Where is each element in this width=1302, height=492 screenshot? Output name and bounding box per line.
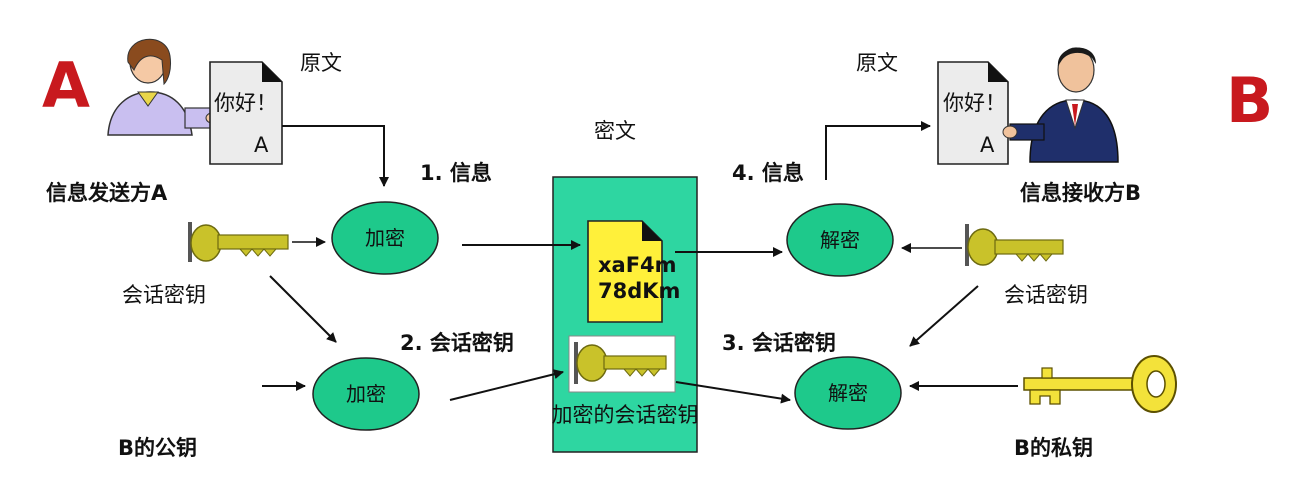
- receiver-doc-title: 原文: [856, 51, 898, 75]
- flow-arrows: [262, 121, 1018, 404]
- encrypt-message-label: 加密: [365, 226, 405, 250]
- encrypt-key-label: 加密: [346, 382, 386, 406]
- decrypt-key-label: 解密: [828, 381, 868, 405]
- cipher-title: 密文: [594, 119, 636, 143]
- step-3-label: 3. 会话密钥: [722, 331, 836, 355]
- sender-letter: A: [42, 49, 90, 122]
- receiver-person-icon: [1002, 47, 1119, 163]
- encrypt-message-node: [331, 201, 439, 275]
- sender-person-icon: [107, 38, 219, 136]
- step-4-label: 4. 信息: [732, 161, 804, 185]
- encrypted-session-key-icon: [574, 342, 667, 384]
- sender-label: 信息发送方A: [46, 181, 168, 205]
- sender-session-key-label: 会话密钥: [122, 283, 206, 307]
- encrypted-key-label: 加密的会话密钥: [552, 403, 699, 427]
- receiver-privkey-label: B的私钥: [1014, 436, 1093, 460]
- receiver-document: [937, 61, 1009, 165]
- decrypt-message-label: 解密: [820, 228, 860, 252]
- sender-doc-text: 你好！: [214, 91, 277, 115]
- sender-document: [209, 61, 283, 165]
- receiver-session-key-icon: [965, 224, 1064, 266]
- sender-doc-sign: A: [254, 133, 269, 157]
- decrypt-message-node: [786, 203, 894, 277]
- cipher-text-line1: xaF4m: [598, 253, 677, 277]
- sender-pubkey-label: B的公钥: [118, 436, 197, 460]
- step-1-label: 1. 信息: [420, 161, 492, 185]
- receiver-doc-sign: A: [980, 133, 995, 157]
- receiver-doc-text: 你好！: [943, 91, 1006, 115]
- receiver-session-key-label: 会话密钥: [1004, 283, 1088, 307]
- cipher-text-line2: 78dKm: [598, 279, 680, 303]
- sender-session-key-icon: [188, 222, 289, 262]
- receiver-label: 信息接收方B: [1020, 181, 1141, 205]
- step-2-label: 2. 会话密钥: [400, 331, 514, 355]
- encrypt-key-node: [312, 357, 420, 431]
- receiver-letter: B: [1226, 64, 1273, 137]
- sender-doc-title: 原文: [300, 51, 342, 75]
- ciphertext-document: [587, 220, 663, 323]
- private-key-icon: [1023, 355, 1177, 413]
- decrypt-key-node: [794, 356, 902, 430]
